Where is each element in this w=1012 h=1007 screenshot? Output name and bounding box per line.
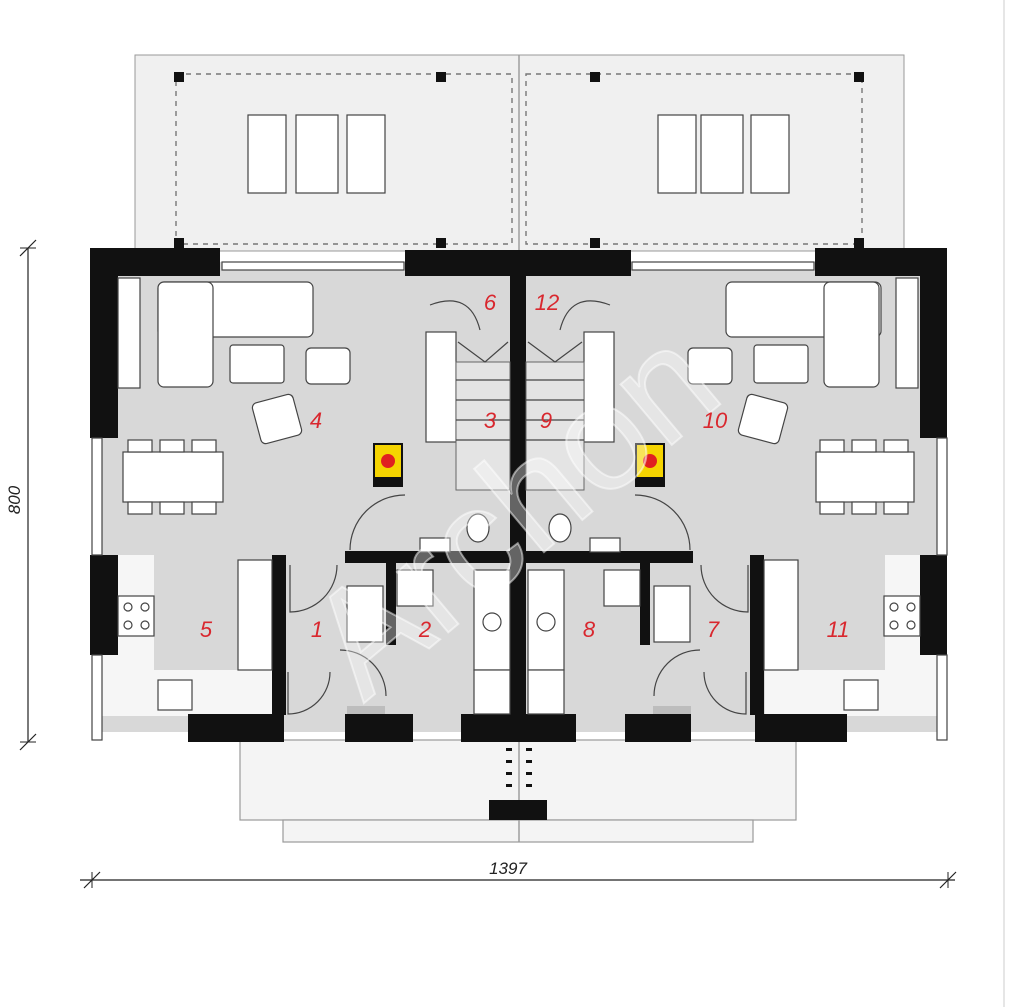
room-label: 7: [707, 617, 720, 642]
window: [91, 261, 948, 741]
door: [287, 494, 749, 715]
room-label: 9: [540, 408, 552, 433]
staircase: [429, 300, 611, 491]
room-label: 1: [311, 617, 323, 642]
fridge-icon: [237, 559, 799, 671]
toilet-icon: [419, 513, 621, 553]
terrace-pergola: [134, 54, 905, 252]
room-label: 6: [484, 290, 497, 315]
kitchen-sink-icon: [157, 679, 879, 711]
room-label: 3: [484, 408, 497, 433]
room-label: 12: [535, 290, 559, 315]
dimension-height: 800: [5, 239, 37, 751]
shower-icon: [346, 569, 691, 643]
skylight: [247, 114, 790, 194]
room-label: 5: [200, 617, 213, 642]
dimension-width-label: 1397: [489, 859, 527, 878]
stove-icon: [117, 595, 921, 637]
armchair: [251, 347, 789, 445]
room-label: 10: [703, 408, 728, 433]
boiler-icon: [373, 443, 665, 487]
room-label: 8: [583, 617, 596, 642]
coffee-table: [229, 344, 809, 384]
doormat: [347, 706, 691, 714]
washing-machine-icon: [473, 569, 565, 715]
sofa: [157, 281, 882, 388]
room-label: 11: [827, 617, 850, 642]
entrance-terrace: [239, 739, 797, 843]
dining-table: [122, 439, 915, 515]
walls: [90, 248, 947, 742]
room-label: 2: [418, 617, 431, 642]
room-labels: 1 2 3 4 5 6 7 8 9 10 11 12: [200, 290, 850, 642]
dimension-height-label: 800: [5, 485, 24, 514]
room-label: 4: [310, 408, 322, 433]
dimension-width: 1397: [80, 859, 957, 889]
